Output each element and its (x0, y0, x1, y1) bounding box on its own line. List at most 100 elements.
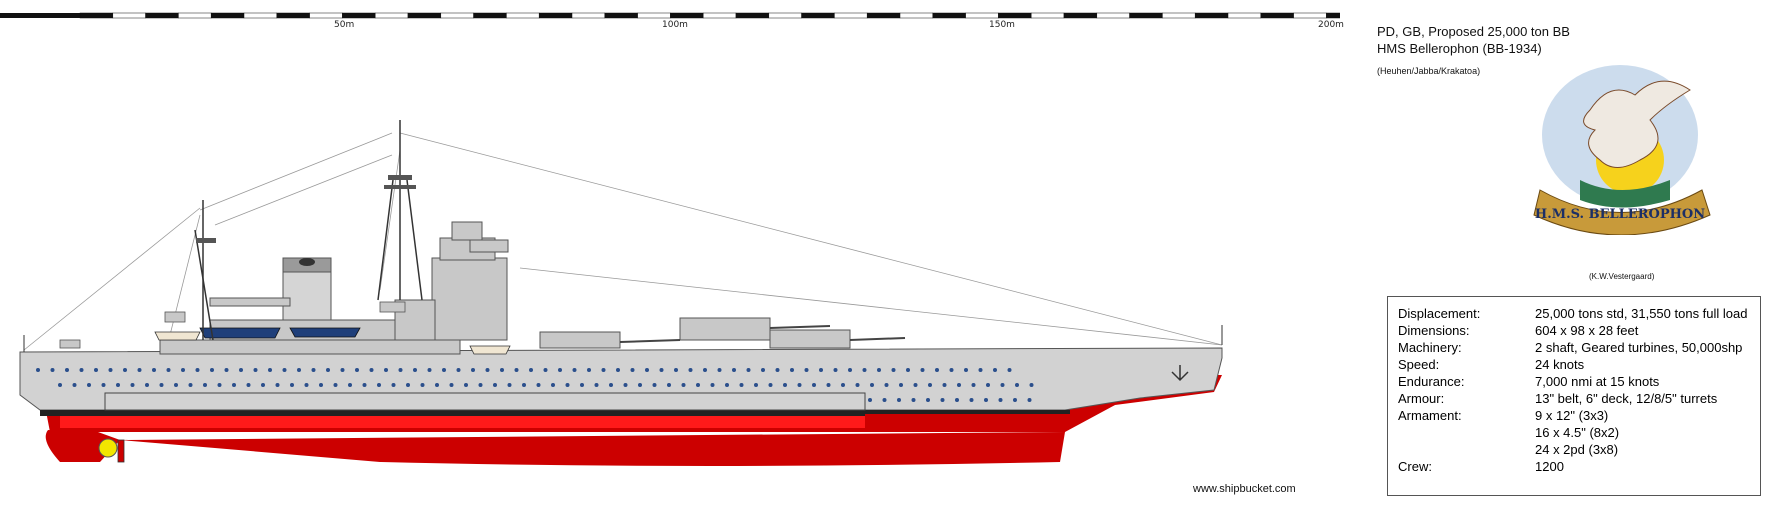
porthole (645, 368, 649, 372)
porthole (94, 368, 98, 372)
porthole (710, 383, 715, 387)
porthole (1013, 398, 1017, 402)
scale-label-150m: 150m (989, 20, 1015, 30)
porthole (536, 383, 541, 387)
porthole (174, 383, 178, 387)
spec-label: Endurance: (1398, 374, 1465, 389)
boat-3 (154, 331, 201, 341)
porthole (911, 398, 916, 402)
specifications-box: Displacement:25,000 tons std, 31,550 ton… (1387, 296, 1761, 496)
porthole (913, 383, 918, 387)
porthole (949, 368, 954, 372)
portholes (36, 368, 1034, 402)
porthole (166, 368, 171, 372)
porthole (703, 368, 707, 372)
porthole (652, 383, 657, 387)
boot-topping (40, 410, 1070, 416)
belt-armour (104, 392, 866, 411)
porthole (239, 368, 243, 372)
watermark: www.shipbucket.com (1193, 483, 1296, 495)
spec-label: Dimensions: (1398, 323, 1470, 338)
porthole (870, 383, 874, 387)
porthole (659, 368, 664, 372)
porthole (551, 383, 555, 387)
turret-a (769, 329, 851, 349)
porthole (587, 368, 591, 372)
turret-c (539, 331, 621, 349)
porthole (1029, 383, 1034, 387)
scale-segment (1293, 12, 1327, 19)
porthole (768, 383, 773, 387)
porthole (297, 368, 301, 372)
porthole (493, 383, 497, 387)
porthole (783, 383, 787, 387)
porthole (377, 383, 381, 387)
porthole (391, 383, 396, 387)
porthole (406, 383, 410, 387)
porthole (790, 368, 794, 372)
porthole (210, 368, 214, 372)
porthole (696, 383, 700, 387)
porthole (348, 383, 352, 387)
porthole (333, 383, 338, 387)
boat-crane (209, 297, 291, 307)
propeller (98, 438, 118, 458)
porthole (145, 383, 149, 387)
porthole (543, 368, 548, 372)
ship-profile-drawing (19, 120, 1223, 466)
porthole (398, 368, 403, 372)
porthole (449, 383, 454, 387)
spec-value: 16 x 4.5" (8x2) (1535, 425, 1620, 440)
porthole (739, 383, 744, 387)
porthole (340, 368, 345, 372)
porthole (427, 368, 432, 372)
boat-2 (289, 327, 361, 338)
porthole (971, 383, 976, 387)
porthole (725, 383, 729, 387)
porthole (935, 368, 939, 372)
porthole (101, 383, 106, 387)
porthole (899, 383, 903, 387)
rudder (117, 439, 125, 463)
porthole (891, 368, 896, 372)
aft-deckhouse (159, 339, 461, 355)
porthole (826, 383, 831, 387)
porthole (529, 368, 533, 372)
porthole (471, 368, 475, 372)
spec-value: 7,000 nmi at 15 knots (1535, 374, 1660, 389)
porthole (848, 368, 852, 372)
porthole (384, 368, 388, 372)
porthole (955, 398, 959, 402)
porthole (957, 383, 961, 387)
porthole (855, 383, 860, 387)
turret-b (679, 317, 771, 341)
porthole (920, 368, 925, 372)
porthole (667, 383, 671, 387)
porthole (311, 368, 316, 372)
porthole (282, 368, 287, 372)
crest-motto: H.M.S. BELLEROPHON (1535, 207, 1705, 222)
porthole (442, 368, 446, 372)
porthole (862, 368, 867, 372)
porthole (181, 368, 185, 372)
porthole (1000, 383, 1005, 387)
scale-segment (1326, 12, 1340, 19)
anchor-icon (1171, 365, 1189, 382)
porthole (290, 383, 294, 387)
porthole (435, 383, 439, 387)
porthole (36, 368, 40, 372)
porthole (754, 383, 758, 387)
porthole (819, 368, 823, 372)
porthole (638, 383, 642, 387)
spec-label: Crew: (1398, 459, 1432, 474)
porthole (609, 383, 613, 387)
porthole (464, 383, 468, 387)
scale-label-50m: 50m (334, 20, 355, 30)
porthole (1015, 383, 1019, 387)
scale-label-100m: 100m (662, 20, 688, 30)
porthole (942, 383, 947, 387)
porthole (500, 368, 504, 372)
porthole (362, 383, 367, 387)
spec-label: Speed: (1398, 357, 1440, 372)
porthole (224, 368, 229, 372)
